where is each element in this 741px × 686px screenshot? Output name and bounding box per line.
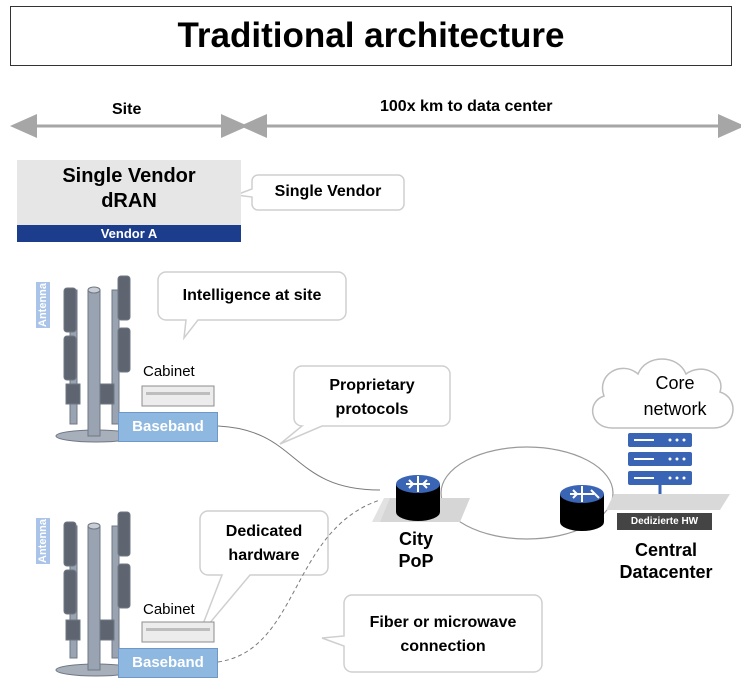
antenna-label: Antenna — [36, 518, 50, 564]
fiber-callout — [321, 594, 543, 673]
link-ring — [440, 446, 614, 540]
vendor-type: dRAN — [101, 190, 157, 212]
cabinet-label: Cabinet — [143, 601, 195, 618]
antenna-tower-icon — [55, 511, 137, 677]
baseband-box: Baseband — [118, 648, 218, 678]
datacenter-servers-icon — [606, 433, 730, 510]
cabinet-icon — [141, 621, 215, 643]
distance-label: 100x km to data center — [380, 98, 553, 115]
vendor-name: Single Vendor — [62, 165, 196, 187]
core-network-cloud — [591, 358, 734, 429]
dedicated-callout — [197, 510, 329, 638]
baseband-box: Baseband — [118, 412, 218, 442]
page-title: Traditional architecture — [10, 6, 732, 66]
dedicated-hw-label: Dedizierte HW — [617, 513, 712, 530]
intelligence-text: Intelligence at site — [182, 287, 322, 304]
datacenter-router-icon — [560, 485, 604, 531]
antenna-label: Antenna — [36, 282, 50, 328]
site-label: Site — [112, 101, 142, 118]
antenna-tower-icon — [55, 275, 137, 443]
vendor-box: Single Vendor dRAN — [17, 160, 241, 225]
single-vendor-text: Single Vendor — [274, 183, 382, 200]
cabinet-label: Cabinet — [143, 363, 195, 380]
single-vendor-callout — [235, 174, 405, 211]
link-site1-citypop — [217, 425, 381, 491]
link-site2-citypop — [217, 499, 381, 663]
intelligence-callout — [157, 271, 347, 341]
city-pop-router-icon — [372, 475, 470, 522]
vendor-bar: Vendor A — [17, 225, 241, 242]
proprietary-callout — [279, 365, 451, 445]
cabinet-icon — [141, 385, 215, 407]
